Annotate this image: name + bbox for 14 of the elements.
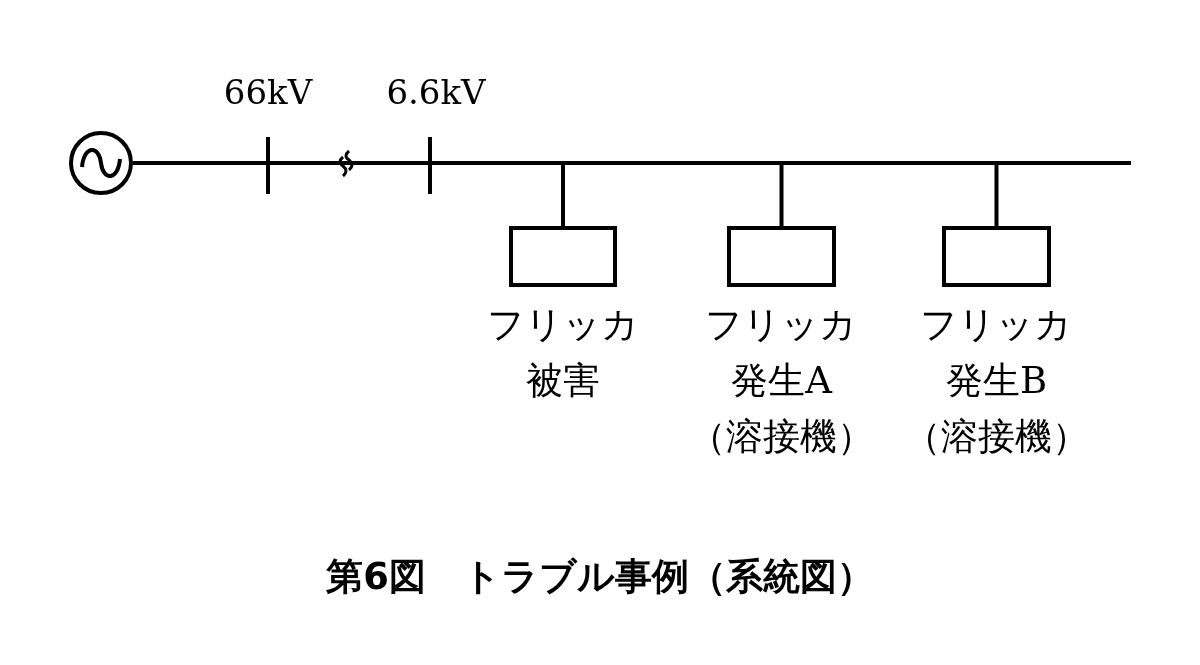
ac-generator-symbol [69,131,133,195]
load-note: （溶接機） [904,414,1089,460]
bus-line [432,161,999,226]
load-label: フリッカ被害 [486,302,640,404]
voltage-label: 6.6kV [385,72,487,112]
load-note: （溶接機） [689,414,874,460]
bus-line [133,161,266,165]
bus-line [270,161,428,165]
voltage-label: 66kV [222,72,314,112]
figure-caption: 第6図 トラブル事例（系統図） [325,554,875,600]
busbar-tick [266,137,270,194]
busbar-tick [428,137,432,194]
load-label: フリッカ発生B [919,302,1074,404]
load-label: フリッカ発生A [704,302,859,404]
